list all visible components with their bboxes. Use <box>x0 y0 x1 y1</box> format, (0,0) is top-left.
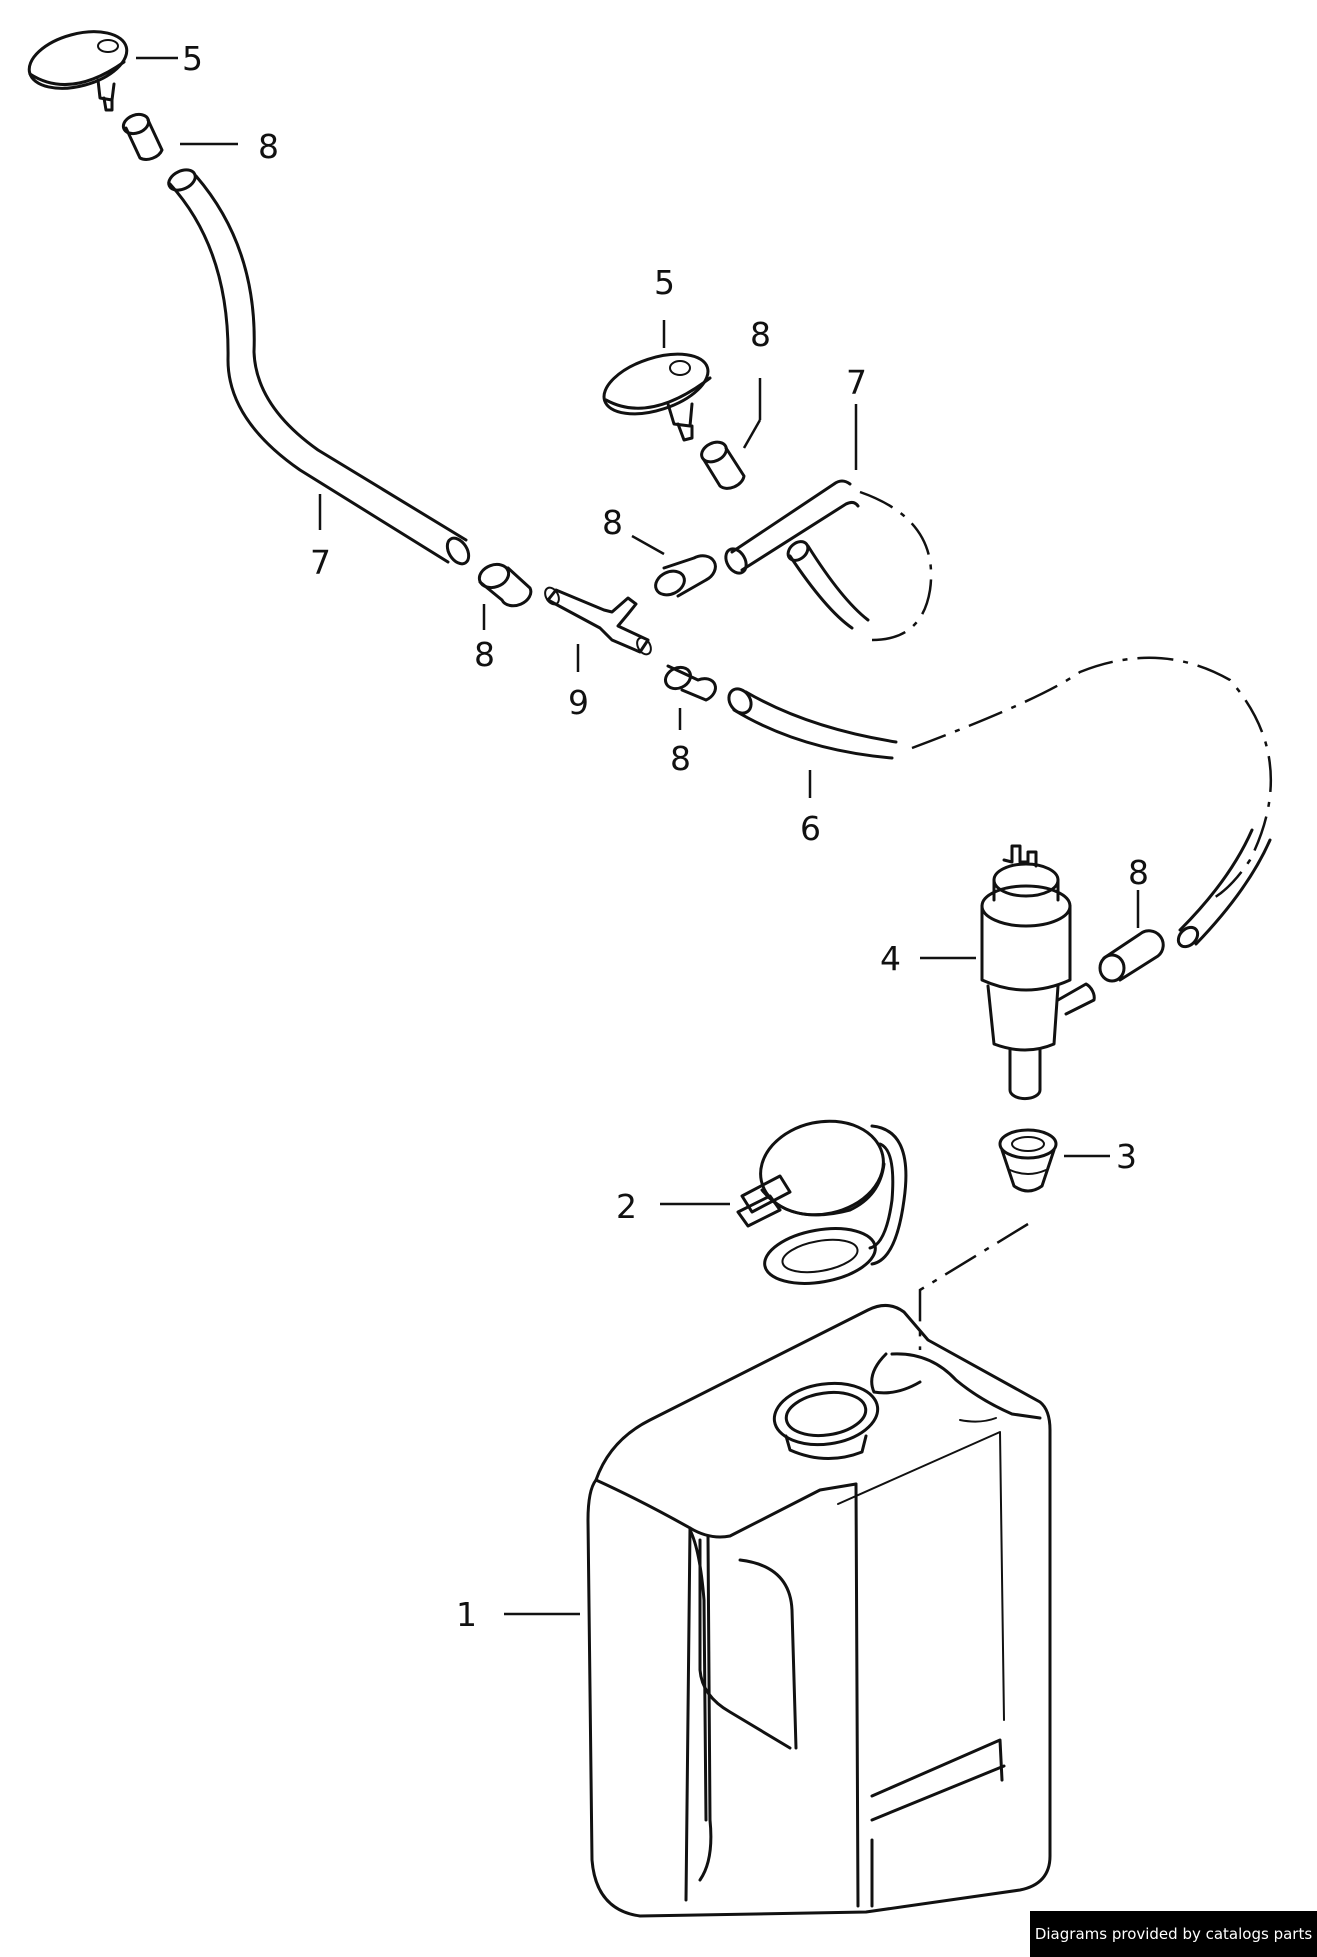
washer-pump <box>980 844 1096 1101</box>
washer-nozzle-center <box>602 352 712 442</box>
pump-grommet <box>998 1128 1058 1193</box>
reservoir-cap <box>736 1119 908 1285</box>
callout-6-pump-hose: 6 <box>800 809 821 848</box>
hose-connector-1 <box>121 112 164 161</box>
hose-connector-6 <box>1098 929 1165 983</box>
washer-nozzle-top-left <box>27 30 129 112</box>
hose-connector-4 <box>663 664 717 702</box>
callout-7-left-hose: 7 <box>310 543 331 582</box>
callout-8-pump-outlet: 8 <box>1128 853 1149 892</box>
washer-hose-right-loop <box>724 479 933 642</box>
callout-2-cap: 2 <box>616 1187 637 1226</box>
callout-numbers: 5 8 7 8 9 8 6 5 8 7 8 8 4 3 2 1 <box>182 39 1149 1634</box>
leader-lines <box>136 56 1140 1616</box>
hose-connector-3 <box>654 554 717 598</box>
t-piece-connector <box>544 586 652 656</box>
callout-4-pump: 4 <box>880 939 901 978</box>
hose-connector-2 <box>477 562 533 608</box>
callout-1-reservoir: 1 <box>456 1595 477 1634</box>
callout-5-top-left: 5 <box>182 39 203 78</box>
washer-hose-left <box>167 168 471 566</box>
callout-8-below-t: 8 <box>670 739 691 778</box>
assembly-line-grommet-to-tank <box>918 1222 1029 1350</box>
callout-9-t-piece: 9 <box>568 683 589 722</box>
washer-hose-to-pump <box>727 656 1273 949</box>
callout-8-center-nozzle: 8 <box>750 315 771 354</box>
callout-7-right-hose: 7 <box>846 363 867 402</box>
callout-8-left-of-t: 8 <box>474 635 495 674</box>
washer-fluid-reservoir <box>586 1304 1052 1918</box>
credit-badge: Diagrams provided by catalogs parts <box>1030 1911 1317 1957</box>
callout-5-center: 5 <box>654 263 675 302</box>
hose-connector-5 <box>700 440 746 490</box>
callout-8-top-left: 8 <box>258 127 279 166</box>
callout-8-right-of-t: 8 <box>602 503 623 542</box>
callout-3-grommet: 3 <box>1116 1137 1137 1176</box>
